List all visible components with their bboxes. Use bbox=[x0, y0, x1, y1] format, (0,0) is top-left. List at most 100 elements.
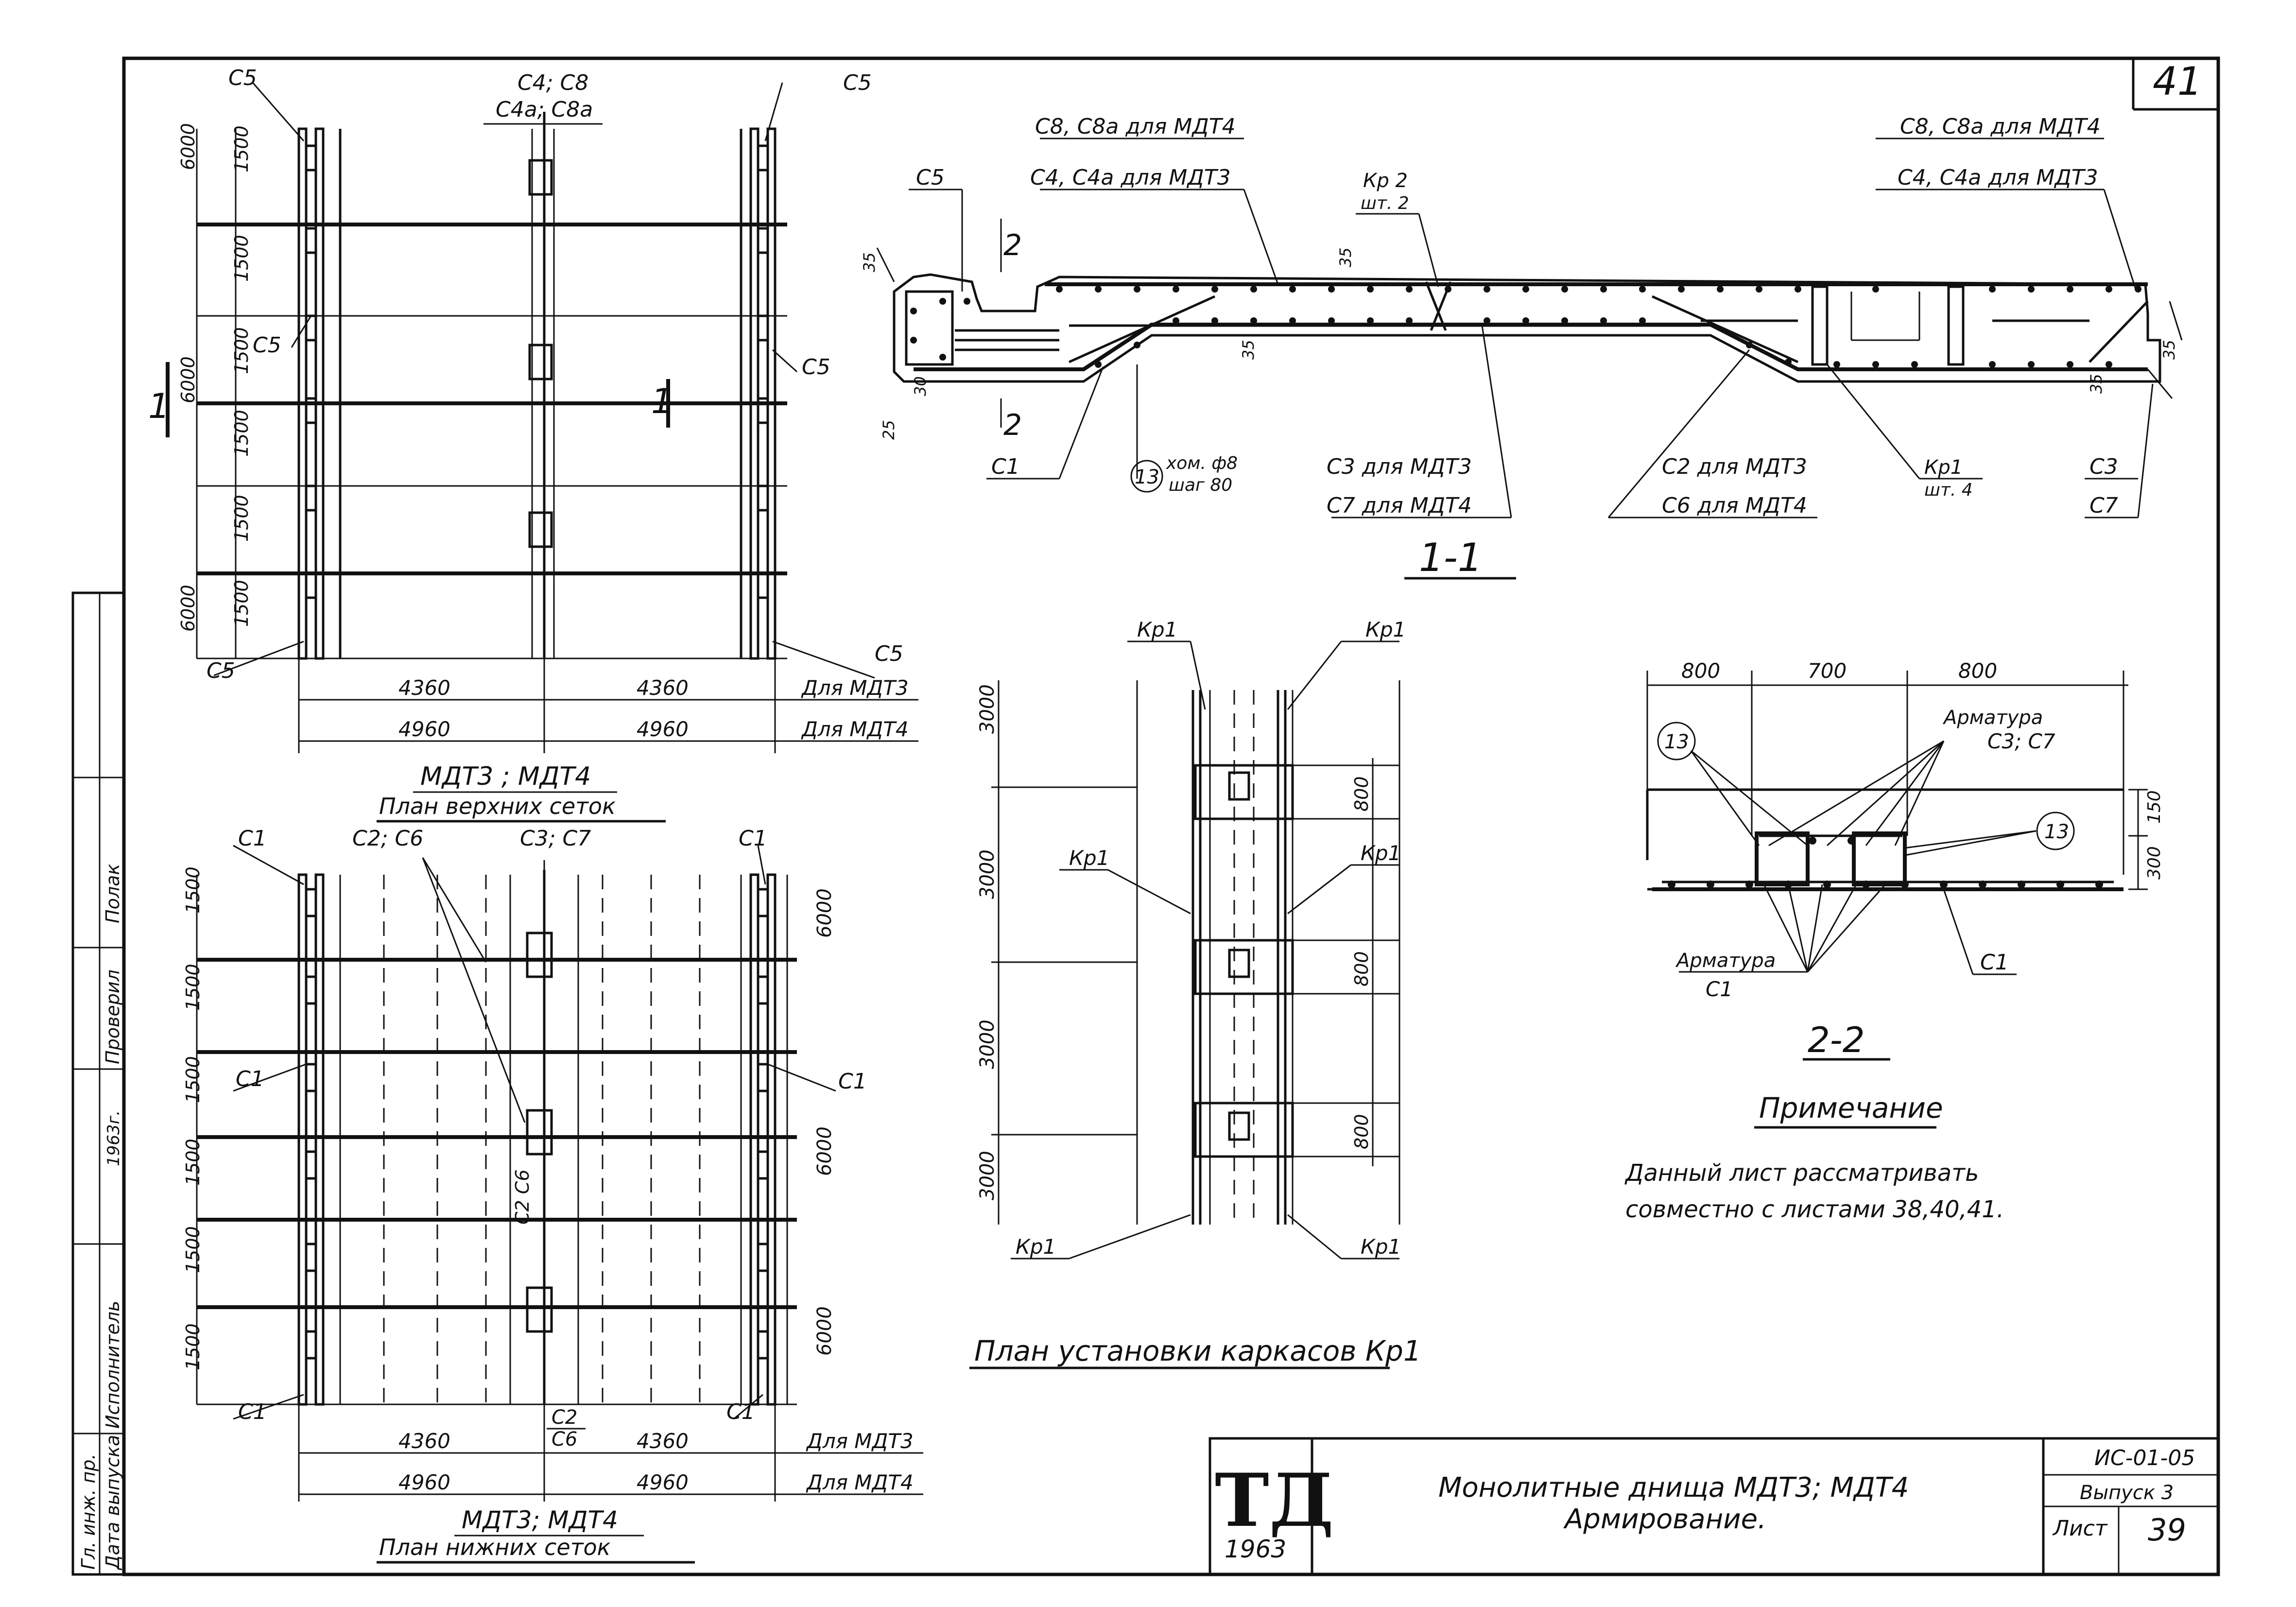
label-c5-tl: С5 bbox=[228, 66, 257, 90]
label-c4c8: С4; С8 bbox=[518, 70, 588, 95]
label-c1-22: С1 bbox=[1980, 950, 2009, 975]
label-kr1-sec: Кр1 bbox=[1924, 456, 1963, 479]
dim-top-o2: 6000 bbox=[177, 356, 199, 403]
dim-bot-l2: 1500 bbox=[182, 964, 204, 1011]
for-mdt4-top: Для МДТ4 bbox=[801, 717, 909, 741]
dim-bot-r1: 6000 bbox=[813, 888, 836, 938]
frames-plan-title: План установки каркасов Кр1 bbox=[974, 1334, 1421, 1367]
dim-bot-r3: 6000 bbox=[813, 1306, 836, 1356]
label-c4ac8a: С4а; С8а bbox=[496, 97, 593, 122]
strip-label-3: Проверил bbox=[102, 969, 123, 1064]
left-signature-strip: Гл. инж. пр. Исполнитель Проверил Дата в… bbox=[71, 591, 125, 1576]
kr1-mr: Кр1 bbox=[1361, 841, 1401, 865]
armature-c1: С1 bbox=[1706, 977, 1733, 1001]
dim-sec-4: 35 bbox=[2160, 340, 2178, 360]
dim-22-t1: 800 bbox=[1681, 659, 1720, 683]
top-plan bbox=[166, 82, 918, 753]
bottom-plan-caption1: МДТ3; МДТ4 bbox=[462, 1506, 618, 1534]
label-c5-mr: С5 bbox=[802, 355, 830, 380]
dim-bot-b3-1: 4360 bbox=[398, 1429, 450, 1453]
label-kr1-qty: шт. 4 bbox=[1924, 480, 1973, 500]
label-c5-ml: С5 bbox=[253, 333, 281, 358]
kr1-bl: Кр1 bbox=[1016, 1235, 1056, 1259]
dim-top-l4: 1500 bbox=[231, 410, 252, 457]
label-c1-bl: С1 bbox=[238, 1400, 267, 1424]
for-mdt3-top: Для МДТ3 bbox=[801, 676, 909, 700]
sheet-no: 39 bbox=[2148, 1512, 2186, 1548]
label-c1-mr: С1 bbox=[838, 1069, 867, 1094]
stamp-code: ИС-01-05 bbox=[2094, 1446, 2195, 1470]
label-c5-sec: С5 bbox=[916, 165, 945, 190]
dim-22-t2: 700 bbox=[1808, 659, 1847, 683]
kr1-br: Кр1 bbox=[1361, 1235, 1401, 1259]
label-sec2-bot: 2 bbox=[1003, 408, 1022, 442]
dim-top-b4-2: 4960 bbox=[637, 717, 689, 741]
dim-bot-l4: 1500 bbox=[182, 1139, 204, 1186]
armature-top: Арматура bbox=[1942, 707, 2043, 729]
note-title: Примечание bbox=[1759, 1091, 1943, 1124]
marker-13-circle bbox=[1130, 460, 1163, 493]
label-c2c6-v: С2 С6 bbox=[512, 1170, 533, 1225]
dim-sec-7: 30 bbox=[911, 376, 930, 396]
label-c1-tl: С1 bbox=[238, 826, 267, 851]
label-c1-tr: С1 bbox=[739, 826, 767, 851]
dim-bot-b3-2: 4360 bbox=[637, 1429, 689, 1453]
dim-top-b3-1: 4360 bbox=[398, 676, 450, 700]
section-2-2-title: 2-2 bbox=[1808, 1019, 1865, 1060]
dim-fr-l1: 3000 bbox=[976, 684, 999, 734]
title-block: ТД 1963 Монолитные днища МДТ3; МДТ4 Арми… bbox=[1208, 1437, 2220, 1576]
kr1-tl: Кр1 bbox=[1137, 618, 1177, 641]
dim-sec-1: 35 bbox=[860, 252, 879, 272]
note: Примечание Данный лист рассматривать сов… bbox=[1624, 1091, 2004, 1223]
dim-22-r1: 150 bbox=[2144, 790, 2164, 824]
label-c3-mdt3: С3 для МДТ3 bbox=[1327, 454, 1472, 479]
dim-sec-6: 25 bbox=[880, 420, 898, 440]
top-plan-caption1: МДТ3 ; МДТ4 bbox=[420, 762, 591, 791]
dim-sec-5: 35 bbox=[2087, 374, 2106, 394]
dim-bot-r2: 6000 bbox=[813, 1126, 836, 1176]
logo-letters: ТД bbox=[1215, 1458, 1334, 1543]
dim-top-l1: 1500 bbox=[231, 125, 252, 173]
logo-year: 1963 bbox=[1225, 1535, 1286, 1563]
dim-top-o3: 6000 bbox=[177, 585, 199, 632]
dim-sec-3: 35 bbox=[1239, 340, 1258, 360]
dim-bot-l5: 1500 bbox=[182, 1226, 204, 1273]
label-clamp: хом. ф8 bbox=[1166, 453, 1238, 473]
label-c5-bl: С5 bbox=[207, 658, 235, 683]
label-c5-br: С5 bbox=[875, 641, 903, 666]
strip-label-4: Дата выпуска bbox=[102, 1435, 123, 1571]
label-c4-left: С4, С4а для МДТ3 bbox=[1030, 165, 1231, 190]
section-2-2-labels: 800 700 800 150 300 Арматура С3; С7 Арма… bbox=[1664, 659, 2164, 1060]
dim-top-b3-2: 4360 bbox=[637, 676, 689, 700]
dim-fr-r2: 800 bbox=[1351, 951, 1372, 986]
strip-label-1: Гл. инж. пр. bbox=[78, 1453, 99, 1570]
dim-bot-l3: 1500 bbox=[182, 1056, 204, 1103]
strip-label-6: Полак bbox=[102, 864, 123, 923]
title-line1: Монолитные днища МДТ3; МДТ4 bbox=[1438, 1472, 1909, 1503]
dim-bot-l1: 1500 bbox=[182, 866, 204, 914]
label-c2-mdt3: С2 для МДТ3 bbox=[1662, 454, 1807, 479]
dim-fr-r3: 800 bbox=[1351, 1114, 1372, 1149]
label-c7-sec: С7 bbox=[2089, 493, 2118, 518]
armature-c3c7: С3; С7 bbox=[1987, 729, 2055, 753]
dim-top-l6: 1500 bbox=[231, 580, 252, 627]
dim-22-t3: 800 bbox=[1958, 659, 1997, 683]
label-c2-b: С2 bbox=[552, 1406, 577, 1429]
label-c1-sec: С1 bbox=[991, 454, 1020, 479]
label-c5-tr: С5 bbox=[843, 70, 872, 95]
frames-plan-labels: Кр1 Кр1 Кр1 Кр1 Кр1 Кр1 3000 3000 3000 3… bbox=[974, 618, 1421, 1367]
sheet-label: Лист bbox=[2052, 1516, 2108, 1541]
label-13-sec: 13 bbox=[1135, 466, 1159, 488]
armature-bottom: Арматура bbox=[1675, 950, 1776, 972]
label-kr2: Кр 2 bbox=[1363, 170, 1408, 192]
dim-top-l5: 1500 bbox=[231, 495, 252, 542]
dim-bot-b4-1: 4960 bbox=[398, 1470, 450, 1494]
label-c3-sec: С3 bbox=[2089, 454, 2118, 479]
top-plan-caption2: План верхних сеток bbox=[379, 793, 616, 819]
bottom-plan-labels: С1 С1 С2; С6 С3; С7 С1 С1 С1 С1 С2 С6 С2… bbox=[182, 826, 914, 1564]
dim-bot-b4-2: 4960 bbox=[637, 1470, 689, 1494]
kr1-ml: Кр1 bbox=[1069, 846, 1109, 870]
dim-top-l2: 1500 bbox=[231, 235, 252, 282]
dim-22-r2: 300 bbox=[2144, 846, 2164, 880]
